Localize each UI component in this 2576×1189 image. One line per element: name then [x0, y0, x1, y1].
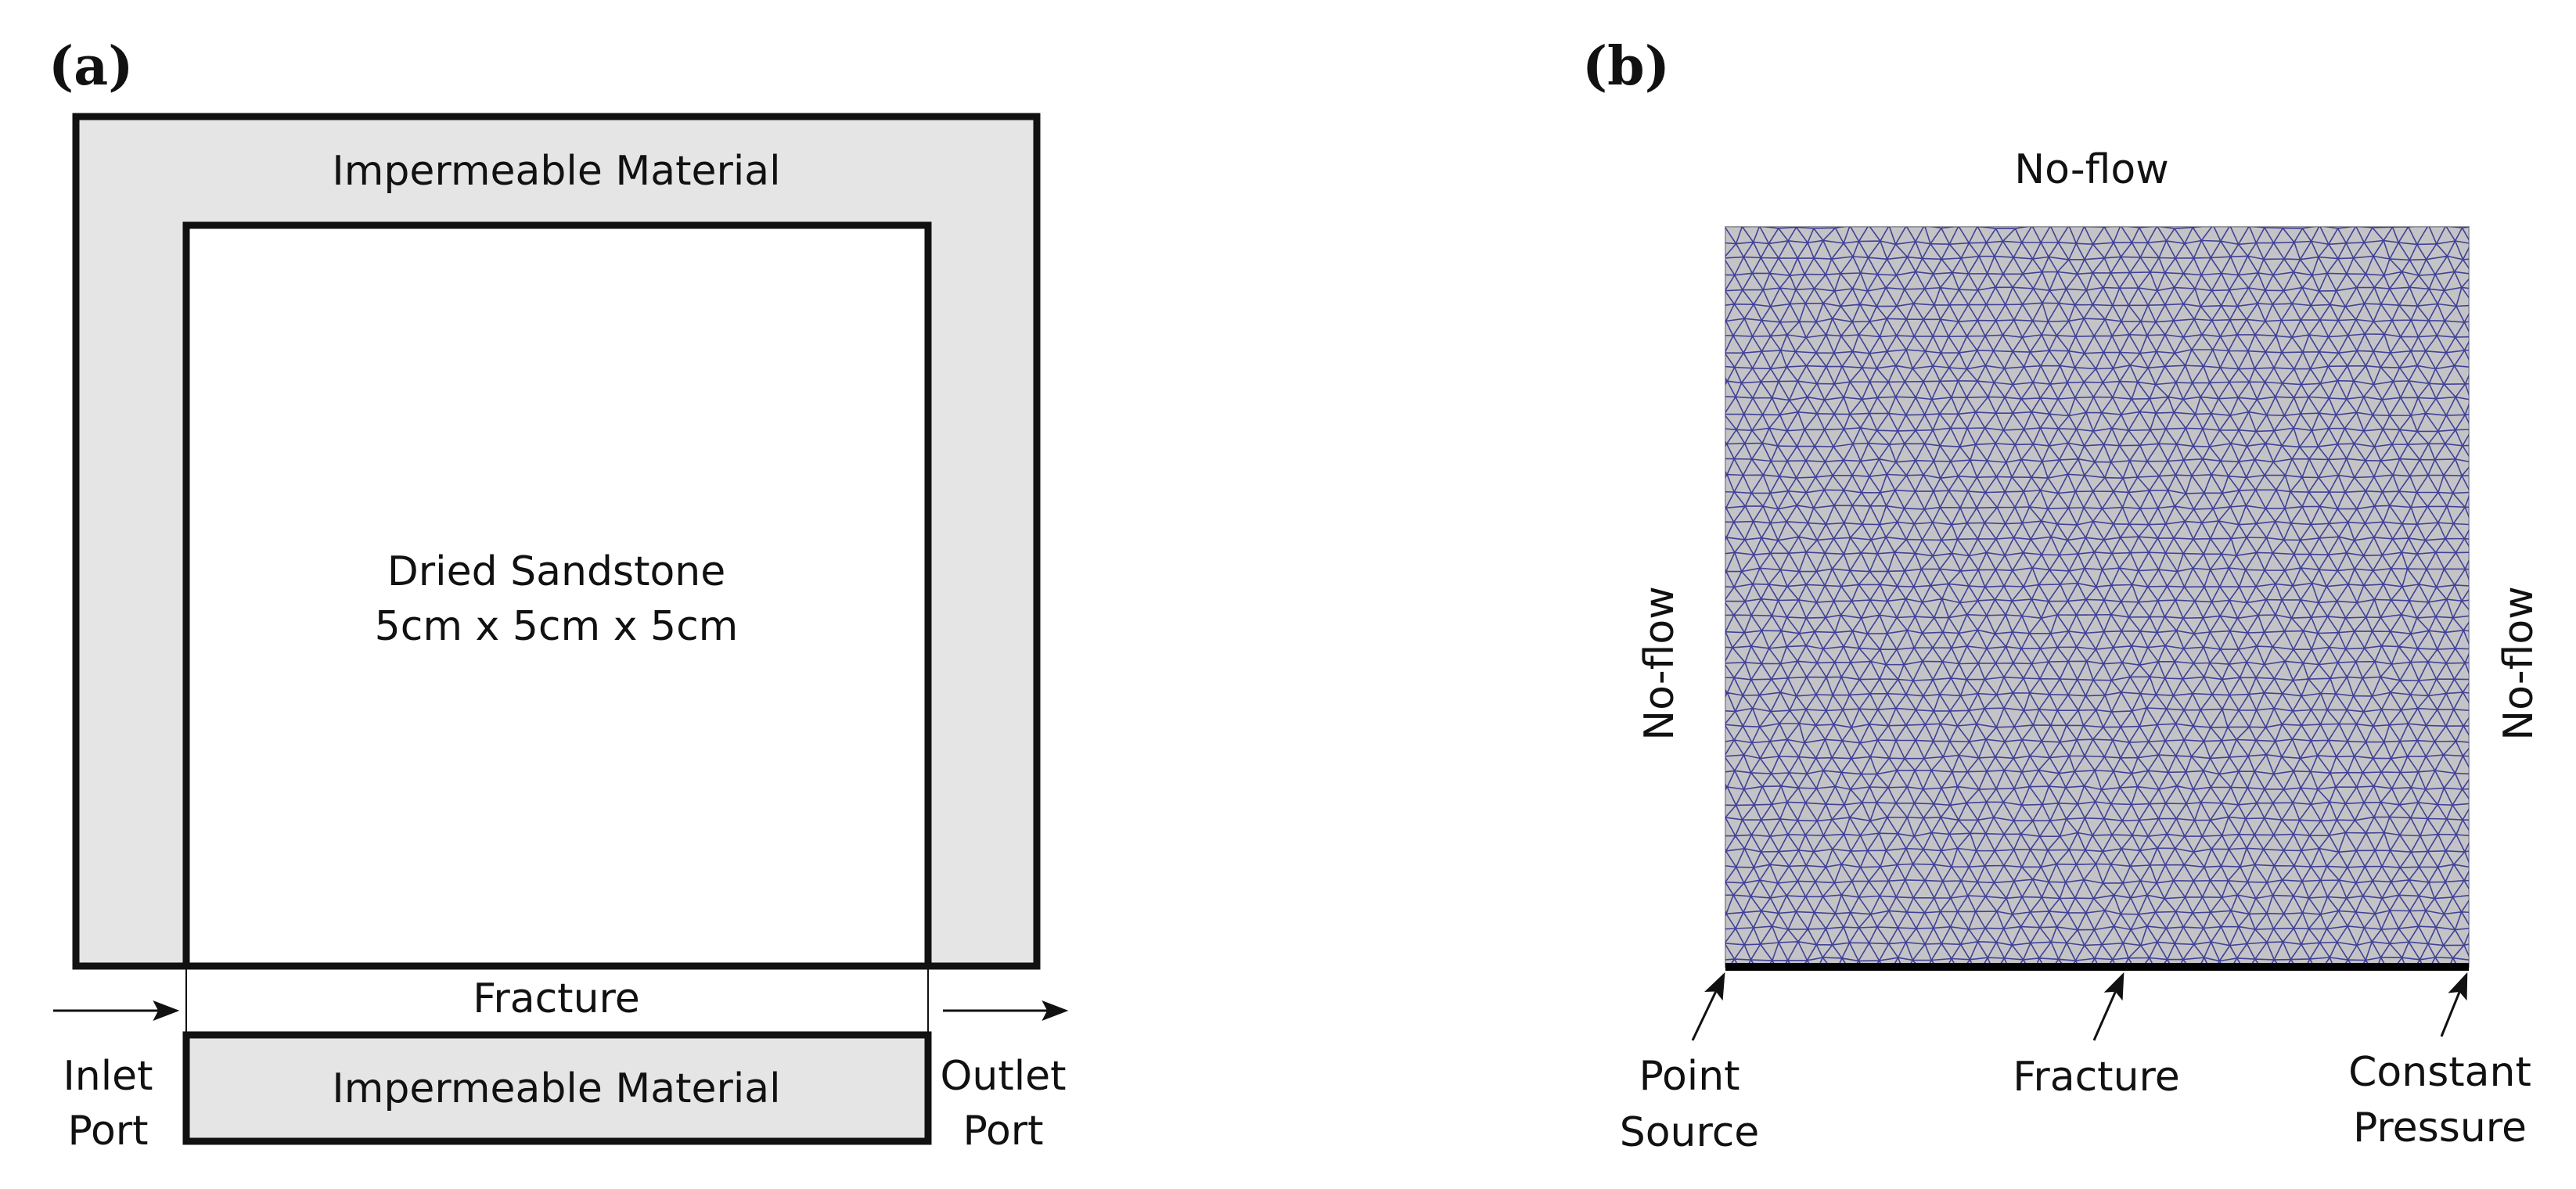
constant-pressure-label-line2: Pressure [2353, 1105, 2527, 1151]
inlet-label-line1: Inlet [63, 1053, 153, 1100]
point-source-arrow [1691, 972, 1725, 1041]
bottom-material-label: Impermeable Material [332, 1065, 780, 1112]
fracture-arrow [2092, 972, 2124, 1041]
left-no-flow-label: No-flow [1636, 586, 1683, 741]
point-source-label-line2: Source [1620, 1109, 1760, 1156]
outlet-label-line2: Port [962, 1108, 1043, 1155]
point-source-label-line1: Point [1639, 1053, 1740, 1100]
top-material-label: Impermeable Material [332, 148, 780, 195]
fracture-label-b: Fracture [2013, 1054, 2180, 1101]
panel-b: (b) No-flow No-flow No-flow Point Source… [1582, 35, 2542, 1156]
fracture-label-a: Fracture [473, 975, 640, 1022]
top-no-flow-label: No-flow [2014, 146, 2169, 193]
inlet-label-line2: Port [67, 1108, 148, 1155]
sample-label-line1: Dried Sandstone [387, 548, 725, 595]
panel-b-label: (b) [1582, 35, 1670, 98]
sandstone-sample [182, 221, 932, 970]
bottom-impermeable-block [182, 1031, 932, 1145]
constant-pressure-arrow [2440, 972, 2468, 1037]
constant-pressure-label-line1: Constant [2348, 1049, 2531, 1096]
triangular-mesh [1725, 227, 2469, 967]
right-no-flow-label: No-flow [2495, 586, 2542, 741]
outlet-label-line1: Outlet [940, 1053, 1066, 1100]
panel-a-label: (a) [49, 35, 133, 98]
sample-label-line2: 5cm x 5cm x 5cm [375, 603, 739, 650]
panel-a: (a) Impermeable Material Dried Sandstone… [49, 35, 1069, 1155]
mesh-edges [1725, 227, 2469, 967]
